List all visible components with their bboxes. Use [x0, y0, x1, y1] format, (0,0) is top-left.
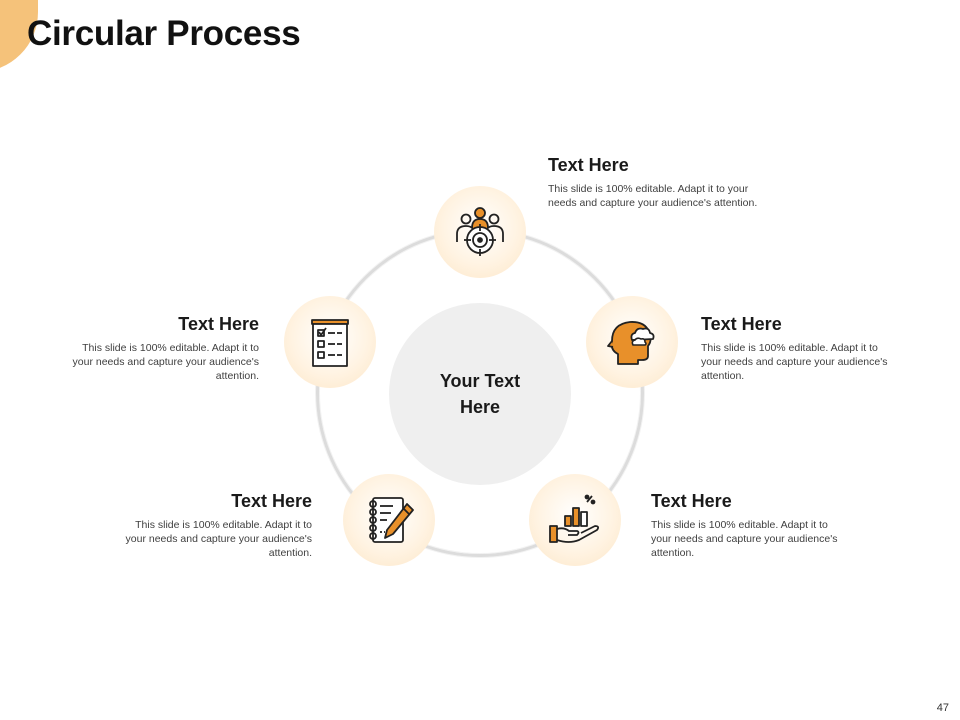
step-5-label: Text Here This slide is 100% editable. A…	[64, 314, 259, 383]
step-3-label: Text Here This slide is 100% editable. A…	[651, 491, 846, 560]
notebook-pencil-icon	[369, 497, 414, 543]
step-1-node	[434, 186, 526, 278]
step-2-label: Text Here This slide is 100% editable. A…	[701, 314, 896, 383]
step-4-body: This slide is 100% editable. Adapt it to…	[125, 519, 312, 559]
step-1-label: Text Here This slide is 100% editable. A…	[548, 155, 778, 210]
team-target-icon	[456, 207, 504, 256]
step-4-label: Text Here This slide is 100% editable. A…	[117, 491, 312, 560]
hand-chart-icon	[549, 494, 600, 543]
step-5-body: This slide is 100% editable. Adapt it to…	[72, 342, 259, 382]
step-2-body: This slide is 100% editable. Adapt it to…	[701, 342, 888, 382]
center-circle: Your Text Here	[389, 303, 571, 485]
step-2-node	[586, 296, 678, 388]
step-4-node	[343, 474, 435, 566]
step-3-node	[529, 474, 621, 566]
step-2-heading: Text Here	[701, 314, 782, 334]
step-1-body: This slide is 100% editable. Adapt it to…	[548, 183, 758, 209]
page-title: Circular Process	[27, 14, 301, 53]
step-5-heading: Text Here	[178, 314, 259, 334]
head-cloud-icon	[607, 321, 655, 365]
step-3-body: This slide is 100% editable. Adapt it to…	[651, 519, 838, 559]
page-number: 47	[936, 702, 949, 714]
center-text: Your Text Here	[439, 371, 521, 417]
step-3-heading: Text Here	[651, 491, 732, 511]
checklist-icon	[311, 319, 349, 367]
step-1-heading: Text Here	[548, 155, 629, 175]
step-5-node	[284, 296, 376, 388]
step-4-heading: Text Here	[231, 491, 312, 511]
